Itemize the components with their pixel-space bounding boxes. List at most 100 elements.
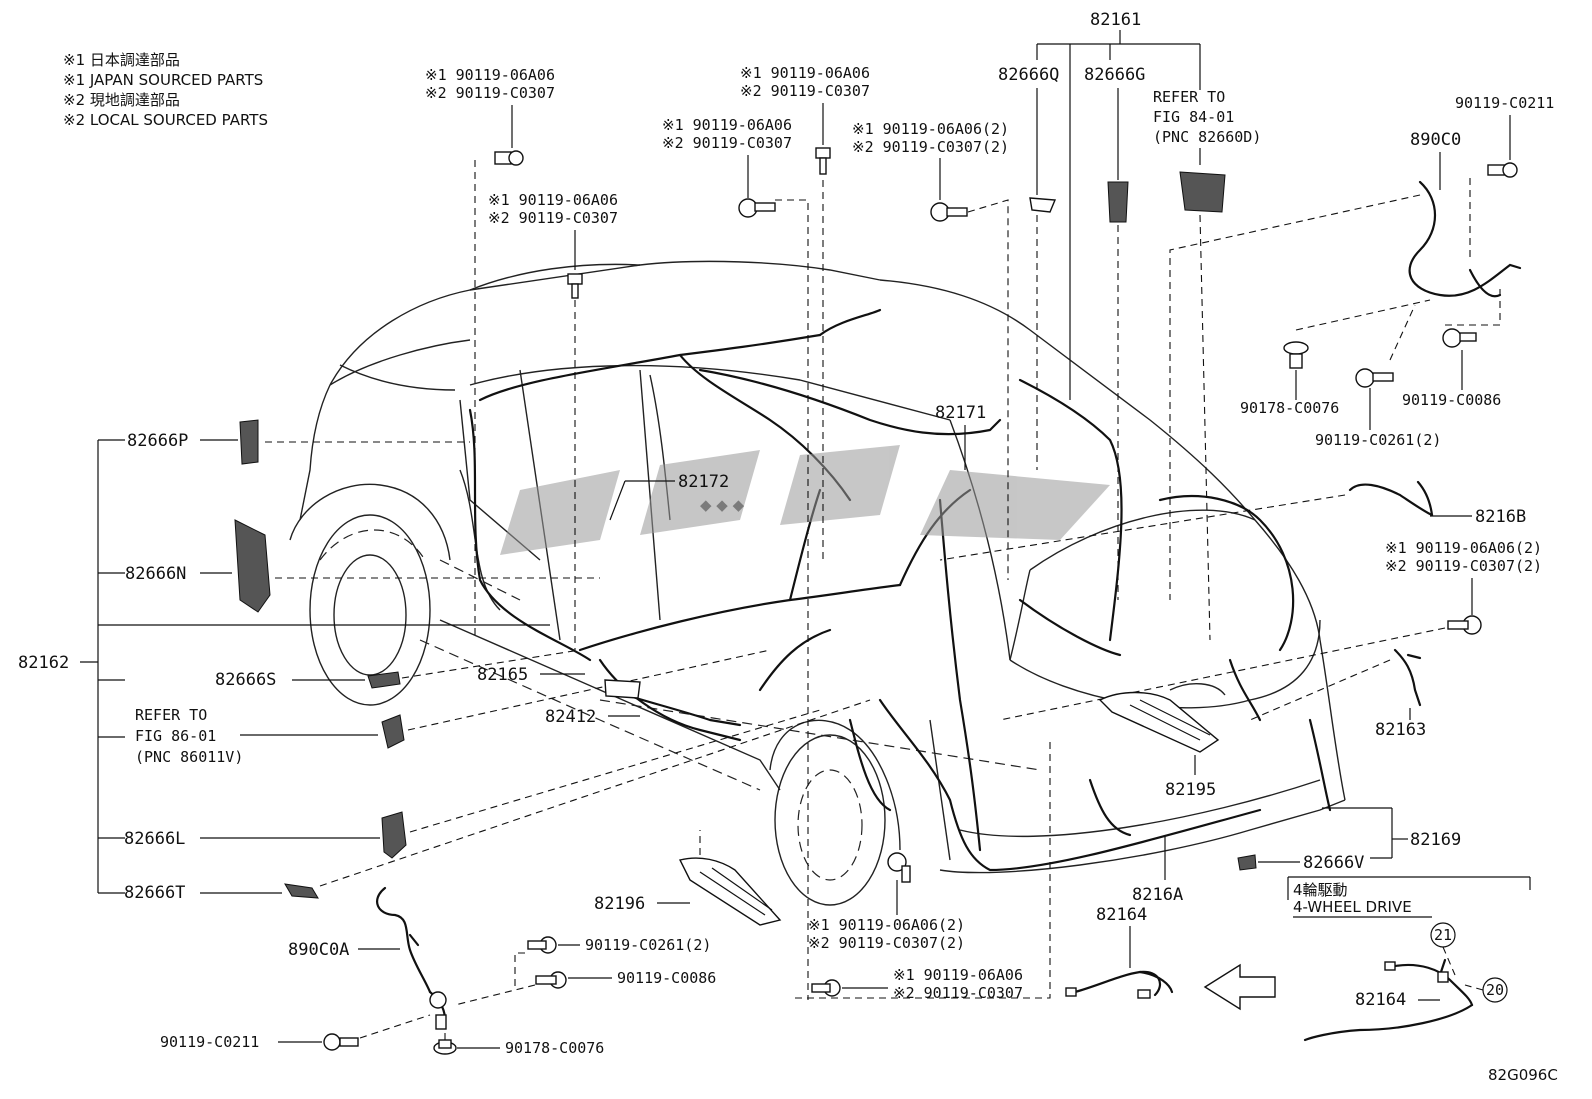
callout-82666L[interactable]: 82666L xyxy=(124,709,821,859)
clip-C0076-left-icon xyxy=(433,1039,457,1055)
part-82171: 82171 xyxy=(935,403,986,423)
callout-82666N[interactable]: 82666N xyxy=(125,519,600,613)
callout-90119-C0261-left[interactable]: 90119-C0261(2) xyxy=(514,936,711,990)
clip-82666Q-icon xyxy=(1029,197,1057,213)
bolt-7-part-a: ※1 90119-06A06(2) xyxy=(808,916,965,934)
callout-890C0[interactable]: 890C0 xyxy=(1169,130,1522,600)
speed-sensor-harness-left xyxy=(376,886,447,1030)
callout-82666T[interactable]: 82666T xyxy=(124,699,871,903)
bolt-4-icon xyxy=(738,198,776,218)
part-82161: 82161 xyxy=(1090,10,1141,30)
part-90119-C0086-left: 90119-C0086 xyxy=(617,969,716,987)
bolt-8-icon xyxy=(811,979,841,997)
callout-90178-C0076-left[interactable]: 90178-C0076 xyxy=(433,1030,604,1057)
part-82164-awd: 82164 xyxy=(1355,990,1406,1010)
callout-82171[interactable]: 82171 xyxy=(935,403,986,470)
part-82666Q: 82666Q xyxy=(998,65,1059,85)
clip-82666P-icon xyxy=(239,419,259,465)
bolt-5-icon xyxy=(930,202,968,222)
bolt-2-part-b: ※2 90119-C0307 xyxy=(488,209,618,227)
callout-8216B[interactable]: 8216B xyxy=(939,480,1526,561)
direction-arrow xyxy=(1203,963,1276,1011)
callout-8216A[interactable]: 8216A xyxy=(1132,835,1183,905)
part-90178-C0076-left: 90178-C0076 xyxy=(505,1039,604,1057)
callout-82169[interactable]: 82169 xyxy=(1322,807,1461,859)
bolt-callout-1[interactable]: ※1 90119-06A06 ※2 90119-C0307 xyxy=(425,66,555,640)
ref-1-line-a: REFER TO xyxy=(1153,88,1225,106)
part-90119-C0211-left: 90119-C0211 xyxy=(160,1033,259,1051)
bolt-6-part-a: ※1 90119-06A06(2) xyxy=(1385,539,1542,557)
callout-90119-C0086-right[interactable]: 90119-C0086 xyxy=(1402,285,1501,409)
callout-82164-center[interactable]: 82164 xyxy=(1065,905,1174,999)
part-82195: 82195 xyxy=(1165,780,1216,800)
bolt-callout-2[interactable]: ※1 90119-06A06 ※2 90119-C0307 xyxy=(488,191,618,650)
bolt-callout-7[interactable]: ※1 90119-06A06(2) ※2 90119-C0307(2) xyxy=(808,852,965,952)
ref-1-line-c: (PNC 82660D) xyxy=(1153,128,1261,146)
bolt-callout-8[interactable]: ※1 90119-06A06 ※2 90119-C0307 xyxy=(795,740,1051,1002)
part-82196: 82196 xyxy=(594,894,645,914)
part-90119-C0086-right: 90119-C0086 xyxy=(1402,391,1501,409)
ref-2-line-a: REFER TO xyxy=(135,706,207,724)
ref-fig-84-01[interactable]: REFER TO FIG 84-01 (PNC 82660D) xyxy=(1153,88,1261,641)
figure-code: 82G096C xyxy=(1488,1066,1558,1084)
speed-sensor-harness-right xyxy=(1408,180,1522,298)
bolt-8-part-a: ※1 90119-06A06 xyxy=(893,966,1023,984)
bolt-1-icon xyxy=(494,150,524,166)
ref-fig-86-01[interactable]: REFER TO FIG 86-01 (PNC 86011V) xyxy=(135,649,771,766)
bolt-C0086-right-icon xyxy=(1442,328,1477,348)
callout-90119-C0261-right[interactable]: 90119-C0261(2) xyxy=(1315,304,1441,449)
callout-82195[interactable]: 82195 xyxy=(1098,691,1220,801)
callout-90119-C0211-right[interactable]: 90119-C0211 xyxy=(1455,94,1554,260)
bolt-C0086-left-icon xyxy=(535,971,567,989)
callout-90119-C0211-left[interactable]: 90119-C0211 xyxy=(160,1014,431,1051)
bracket-82162[interactable]: 82162 xyxy=(18,439,550,894)
callout-82666S[interactable]: 82666S xyxy=(215,649,581,690)
callout-82164-awd[interactable]: 21 20 82164 xyxy=(1303,922,1508,1042)
bolt-callout-5[interactable]: ※1 90119-06A06(2) ※2 90119-C0307(2) xyxy=(852,120,1009,580)
part-82164-center: 82164 xyxy=(1096,905,1147,925)
part-90119-C0261-right: 90119-C0261(2) xyxy=(1315,431,1441,449)
callout-90119-C0086-left[interactable]: 90119-C0086 xyxy=(454,969,716,1006)
harness-82163-icon xyxy=(1393,648,1422,707)
callout-90178-C0076-right[interactable]: 90178-C0076 xyxy=(1240,299,1431,417)
bolt-callout-4[interactable]: ※1 90119-06A06 ※2 90119-C0307 xyxy=(662,116,809,1000)
callout-82172[interactable]: 82172 xyxy=(609,472,729,521)
part-90178-C0076-right: 90178-C0076 xyxy=(1240,399,1339,417)
callout-21-text: 21 xyxy=(1434,926,1452,944)
callout-82196[interactable]: 82196 xyxy=(594,830,782,926)
bolt-3-icon xyxy=(815,147,831,175)
callout-82412[interactable]: 82412 xyxy=(545,679,742,727)
bolt-4-part-b: ※2 90119-C0307 xyxy=(662,134,792,152)
part-82666V: 82666V xyxy=(1303,853,1364,873)
clip-82666L-icon xyxy=(381,811,407,859)
clip-82666S-icon xyxy=(367,671,401,689)
bolt-3-part-b: ※2 90119-C0307 xyxy=(740,82,870,100)
part-890C0: 890C0 xyxy=(1410,130,1461,150)
harness-82164-center-icon xyxy=(1065,970,1174,999)
bolt-C0211-left-icon xyxy=(323,1033,359,1051)
part-82666N: 82666N xyxy=(125,564,186,584)
callout-890C0A[interactable]: 890C0A xyxy=(288,886,447,1030)
bolt-callout-6[interactable]: ※1 90119-06A06(2) ※2 90119-C0307(2) xyxy=(999,539,1542,721)
part-90119-C0211-right: 90119-C0211 xyxy=(1455,94,1554,112)
part-82666S: 82666S xyxy=(215,670,276,690)
bolt-7-icon xyxy=(887,852,911,883)
callout-82163[interactable]: 82163 xyxy=(1249,648,1426,740)
part-82666P: 82666P xyxy=(127,431,188,451)
clip-C0076-right-icon xyxy=(1283,341,1309,369)
ref-2-line-b: FIG 86-01 xyxy=(135,727,216,745)
module-82660D-icon xyxy=(1179,171,1226,213)
bolt-6-icon xyxy=(1447,615,1482,635)
callout-82666P[interactable]: 82666P xyxy=(127,419,470,465)
bolt-callout-3[interactable]: ※1 90119-06A06 ※2 90119-C0307 xyxy=(740,64,870,560)
callout-82161[interactable]: 82161 82666Q 82666G xyxy=(998,10,1201,600)
bolt-4-part-a: ※1 90119-06A06 xyxy=(662,116,792,134)
part-86011V-icon xyxy=(381,714,405,749)
bolt-1-part-b: ※2 90119-C0307 xyxy=(425,84,555,102)
callout-82666V[interactable]: 82666V xyxy=(1237,853,1364,873)
bolt-C0211-right-icon xyxy=(1487,162,1518,178)
bolt-1-part-a: ※1 90119-06A06 xyxy=(425,66,555,84)
callout-82165[interactable]: 82165 xyxy=(477,665,585,685)
